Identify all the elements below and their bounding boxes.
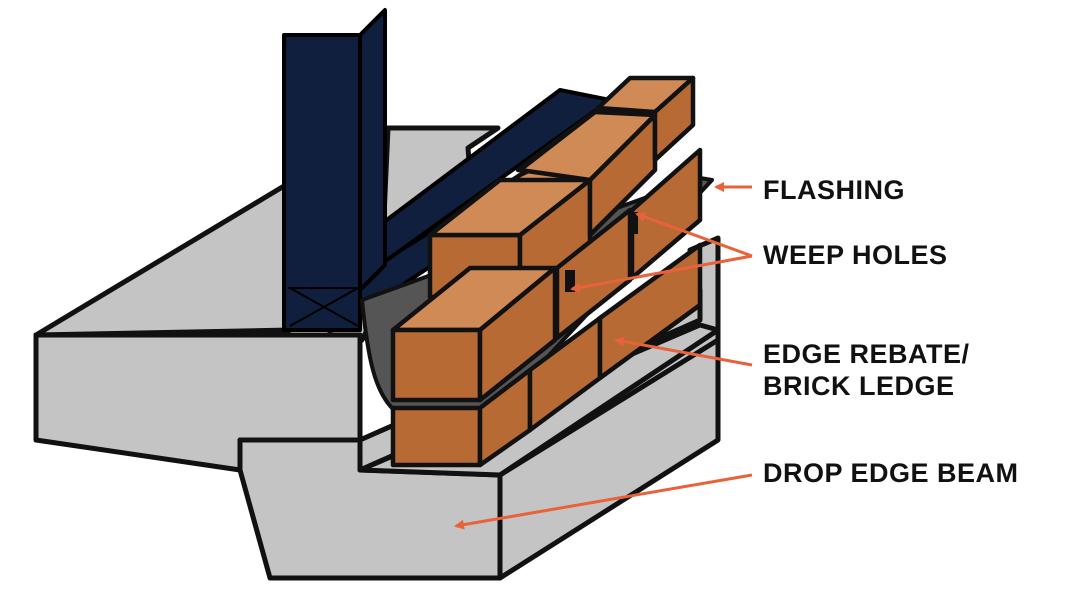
callout-arrows (454, 182, 753, 530)
vertical-stud-front (282, 33, 362, 332)
arrow-weep-hole-2 (570, 254, 753, 293)
brick-bot-front-1 (390, 405, 483, 468)
brick-top-face-b (517, 109, 658, 183)
brick-top-front-3 (652, 75, 696, 163)
brick-bot-front-3 (597, 242, 703, 381)
brick-mid-front-2 (554, 207, 633, 341)
label-edge-rebate-line2: BRICK LEDGE (763, 371, 955, 401)
label-edge-rebate-line1: EDGE REBATE/ (763, 339, 970, 369)
label-flashing: FLASHING (763, 175, 905, 205)
arrow-drop-edge-beam (454, 473, 753, 530)
vertical-stud-side (358, 8, 387, 292)
slab-top-back (33, 183, 293, 338)
brick-mid-front-3 (629, 147, 703, 281)
weep-hole-1 (565, 270, 575, 292)
arrow-edge-rebate (614, 336, 753, 367)
label-drop-edge-beam: DROP EDGE BEAM (763, 458, 1019, 488)
brick-mid-side-1 (477, 265, 558, 403)
brick-veneer (390, 75, 703, 468)
label-weep-holes: WEEP HOLES (763, 240, 948, 270)
weep-holes (565, 212, 638, 292)
brick-mid-front-1 (390, 327, 483, 403)
weep-hole-2 (628, 212, 638, 234)
arrow-weep-hole-1 (635, 212, 753, 258)
